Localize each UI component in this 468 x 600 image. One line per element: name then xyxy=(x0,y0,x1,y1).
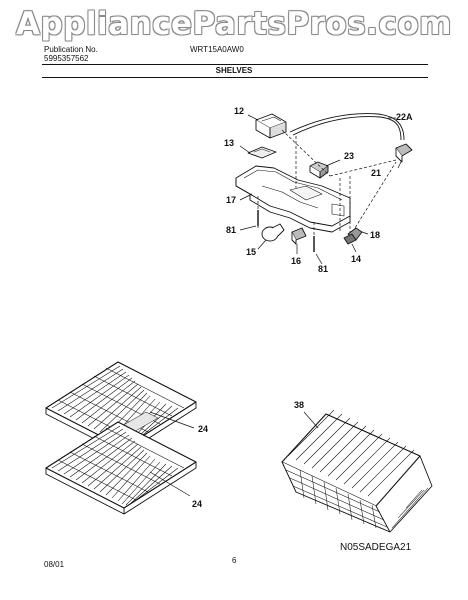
lens-plate-part xyxy=(247,146,277,159)
model-number: WRT15A0AW0 xyxy=(190,45,244,54)
callout-38: 38 xyxy=(294,400,304,410)
header-rule-bottom xyxy=(42,77,428,78)
light-housing-part xyxy=(235,165,351,233)
header-rule-top xyxy=(42,64,428,65)
callout-14: 14 xyxy=(351,254,361,264)
callout-23: 23 xyxy=(344,151,354,161)
switch-part xyxy=(309,161,329,179)
callout-15: 15 xyxy=(246,247,256,257)
callout-24-upper: 24 xyxy=(198,424,208,434)
bulb-part xyxy=(261,223,285,242)
footer-page-number: 6 xyxy=(232,556,237,565)
lower-wire-shelf-part xyxy=(45,421,197,515)
callout-18: 18 xyxy=(370,230,380,240)
connector-part xyxy=(395,143,413,163)
crisper-basket-part xyxy=(281,409,433,533)
publication-label: Publication No. xyxy=(44,45,98,54)
callout-17: 17 xyxy=(226,195,236,205)
publication-number: 5995357562 xyxy=(44,54,89,63)
callout-22a: 22A xyxy=(396,112,413,122)
callout-13: 13 xyxy=(224,138,234,148)
screw-part xyxy=(257,210,315,252)
watermark: AppliancePartsPros.com xyxy=(16,6,452,42)
wiring-harness-part xyxy=(289,113,405,141)
control-knob-part xyxy=(343,227,363,245)
footer-date: 08/01 xyxy=(44,560,65,569)
callout-81-right: 81 xyxy=(318,264,328,274)
light-shield-part xyxy=(255,113,287,139)
callout-12: 12 xyxy=(234,106,244,116)
callout-24-lower: 24 xyxy=(192,499,202,509)
section-title: SHELVES xyxy=(215,66,253,75)
callout-16: 16 xyxy=(291,256,301,266)
callout-81-left: 81 xyxy=(226,225,236,235)
socket-part xyxy=(291,227,307,245)
callout-21: 21 xyxy=(371,168,381,178)
diagram-code: N05SADEGA21 xyxy=(340,542,412,553)
